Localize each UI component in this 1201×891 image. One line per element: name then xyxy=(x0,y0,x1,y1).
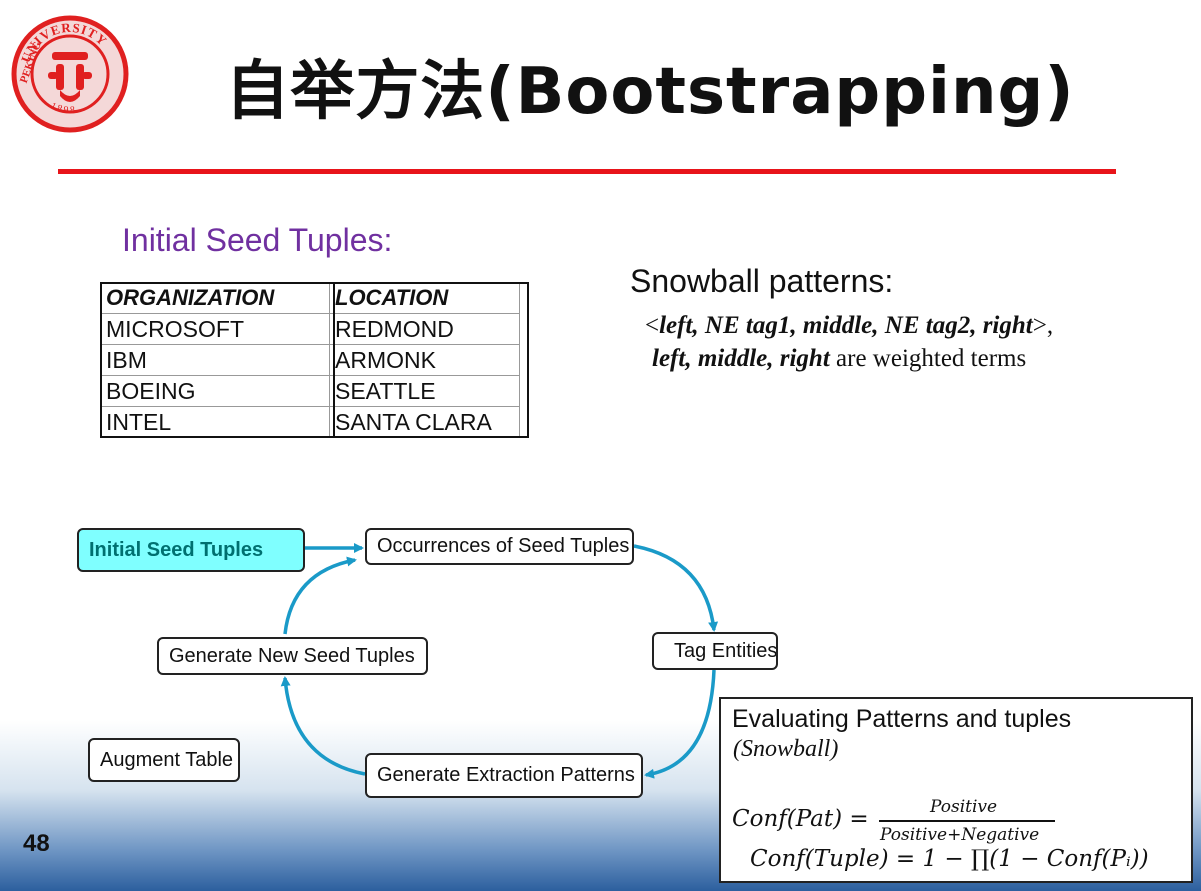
seed-tuples-table: ORGANIZATION LOCATION MICROSOFT REDMOND … xyxy=(100,282,520,438)
seed-tuples-heading: Initial Seed Tuples: xyxy=(122,222,393,258)
evaluation-subtitle: (Snowball) xyxy=(733,736,839,762)
table-row: IBM ARMONK xyxy=(100,344,520,376)
table-row: BOEING SEATTLE xyxy=(100,375,520,407)
evaluation-box xyxy=(719,697,1193,883)
node-initial-seed-tuples: Initial Seed Tuples xyxy=(77,528,305,572)
arrow-extraction-to-new-seeds xyxy=(280,676,366,776)
weighted-terms: left, middle, right xyxy=(652,345,830,372)
table-row: INTEL SANTA CLARA xyxy=(100,406,520,438)
table-cell: INTEL xyxy=(100,406,330,438)
table-cell: IBM xyxy=(100,344,330,376)
arrow-tag-to-extraction xyxy=(644,669,716,779)
title-underline xyxy=(58,169,1116,174)
pattern-close: >, xyxy=(1032,312,1054,339)
conf-tuple-formula: Conf(Tuple) = 1 − ∏(1 − Conf(Pᵢ)) xyxy=(750,846,1149,872)
weighted-terms-note: left, middle, right are weighted terms xyxy=(652,345,1026,373)
snowball-patterns-heading: Snowball patterns: xyxy=(630,263,894,299)
peking-university-logo: UNIVERSITY PEKING 1898 xyxy=(11,15,129,133)
table-cell: SEATTLE xyxy=(329,375,520,407)
table-header-row: ORGANIZATION LOCATION xyxy=(100,282,520,314)
arrow-occurrences-to-tag xyxy=(633,544,719,632)
table-column-divider xyxy=(333,282,335,438)
node-occurrences-of-seed-tuples: Occurrences of Seed Tuples xyxy=(365,528,634,565)
node-tag-entities: Tag Entities xyxy=(652,632,778,670)
column-header-organization: ORGANIZATION xyxy=(100,282,330,314)
fraction-denominator: Positive+Negative xyxy=(880,825,1040,845)
fraction-bar xyxy=(879,820,1055,822)
column-header-location: LOCATION xyxy=(329,282,520,314)
evaluation-title: Evaluating Patterns and tuples xyxy=(732,705,1072,733)
conf-pat-formula-lhs: Conf(Pat) = xyxy=(732,806,869,832)
pattern-terms: left, NE tag1, middle, NE tag2, right xyxy=(659,312,1033,339)
table-cell: ARMONK xyxy=(329,344,520,376)
table-cell: SANTA CLARA xyxy=(329,406,520,438)
arrow-new-seeds-to-occurrences xyxy=(283,556,357,635)
node-generate-new-seed-tuples: Generate New Seed Tuples xyxy=(157,637,428,675)
slide-title: 自举方法(Bootstrapping) xyxy=(225,55,1075,129)
snowball-pattern-definition: <left, NE tag1, middle, NE tag2, right>, xyxy=(645,312,1053,340)
fraction-numerator: Positive xyxy=(930,797,998,817)
node-generate-extraction-patterns: Generate Extraction Patterns xyxy=(365,753,643,798)
table-cell: MICROSOFT xyxy=(100,313,330,345)
node-augment-table: Augment Table xyxy=(88,738,240,782)
pattern-open: < xyxy=(645,312,660,339)
weighted-suffix: are weighted terms xyxy=(829,345,1027,372)
page-number: 48 xyxy=(23,830,50,857)
